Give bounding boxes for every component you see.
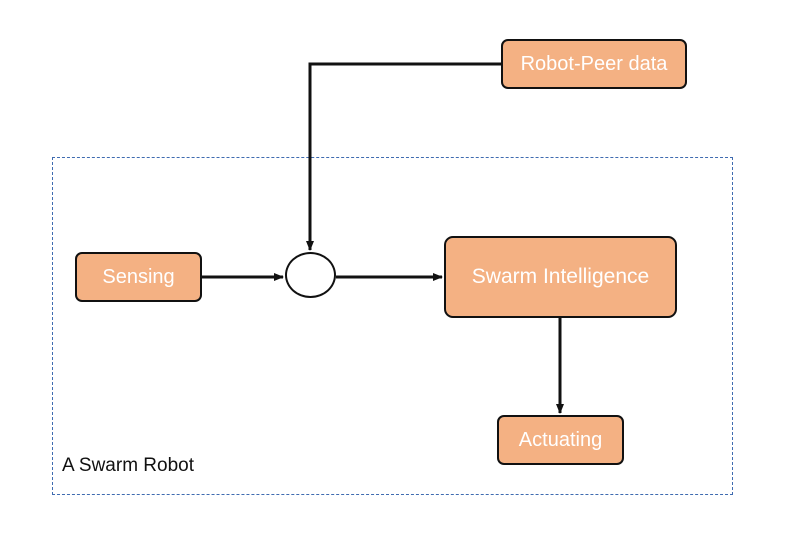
- sensing-node: Sensing: [75, 252, 202, 302]
- swarm-robot-boundary: [52, 157, 733, 495]
- robot-peer-data-node: Robot-Peer data: [501, 39, 687, 89]
- swarm-intelligence-node: Swarm Intelligence: [444, 236, 677, 318]
- actuating-label: Actuating: [518, 428, 603, 451]
- sensing-label: Sensing: [102, 265, 175, 288]
- boundary-label: A Swarm Robot: [62, 455, 194, 476]
- robot-peer-data-label: Robot-Peer data: [520, 52, 668, 75]
- edge-peer-to-junction: [306, 62, 501, 251]
- swarm-intelligence-label: Swarm Intelligence: [471, 265, 650, 288]
- summing-junction: [285, 252, 336, 298]
- actuating-node: Actuating: [497, 415, 624, 465]
